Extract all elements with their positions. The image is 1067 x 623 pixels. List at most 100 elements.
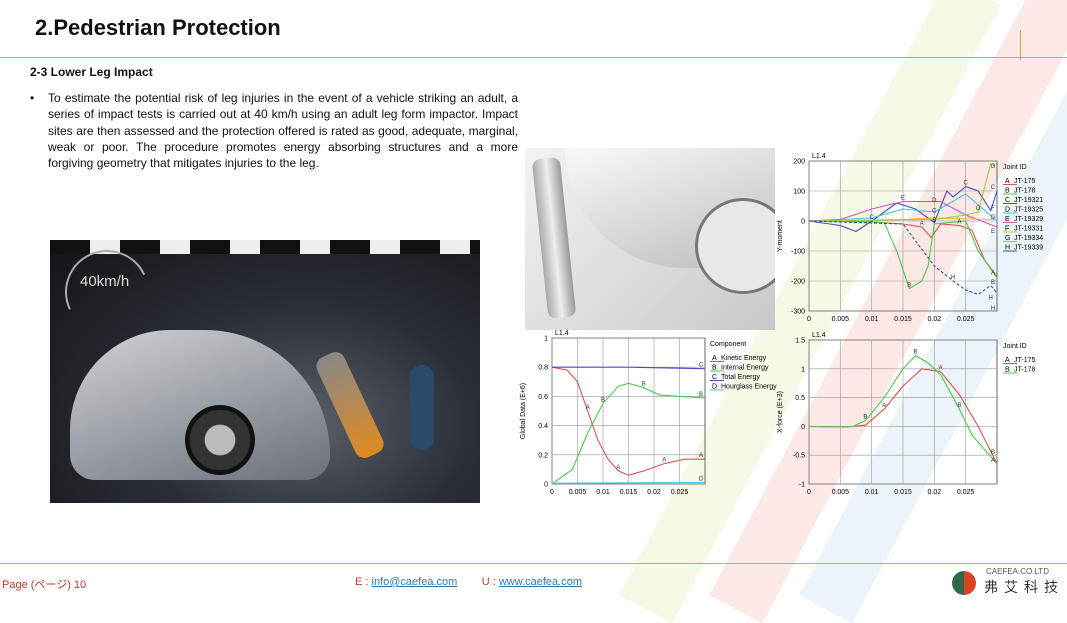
x-tick-label: 0.025 [671, 489, 689, 496]
series-line [808, 220, 998, 290]
y-tick-label: 0.6 [538, 394, 548, 401]
x-tick-label: 0.025 [957, 316, 975, 323]
page-title: 2.Pedestrian Protection [35, 15, 281, 40]
series-marker-label: B [991, 450, 995, 456]
legend-letter: B [712, 365, 717, 372]
series-marker-label: C [963, 181, 968, 187]
series-marker-label: E [901, 196, 905, 202]
series-marker-label: G [991, 164, 996, 170]
y-tick-label: 0.8 [538, 365, 548, 372]
series-marker-label: B [699, 392, 703, 398]
series-marker-label: A [699, 453, 703, 459]
series-line [551, 481, 706, 484]
y-tick-label: 200 [793, 159, 805, 166]
y-tick-label: -300 [791, 309, 805, 316]
legend-title: Joint ID [1003, 343, 1027, 350]
series-line [551, 366, 705, 476]
y-tick-label: 0.2 [538, 452, 548, 459]
email-prefix: E : [355, 576, 372, 588]
series-marker-label: D [932, 198, 937, 204]
x-tick-label: 0.01 [596, 489, 610, 496]
series-marker-label: C [869, 215, 874, 221]
x-tick-label: 0.015 [894, 316, 912, 323]
legend-title: Joint ID [1003, 164, 1027, 171]
y-tick-label: 0 [544, 482, 548, 489]
y-tick-label: -0.5 [793, 453, 805, 460]
series-line [808, 185, 998, 233]
series-marker-label: A [616, 465, 620, 471]
section-subtitle: 2-3 Lower Leg Impact [30, 65, 153, 79]
legend-letter: A [1005, 178, 1010, 185]
contact-info: E : info@caefea.com U : www.caefea.com [355, 576, 582, 588]
series-marker-label: D [699, 477, 704, 483]
series-line [808, 220, 998, 277]
legend-letter: A [1005, 357, 1010, 364]
x-tick-label: 0.02 [928, 316, 942, 323]
series-marker-label: B [991, 280, 995, 286]
bullet-paragraph: • To estimate the potential risk of leg … [30, 90, 518, 171]
bullet-text: To estimate the potential risk of leg in… [48, 91, 518, 171]
series-line [808, 193, 998, 222]
legend-letter: D [712, 384, 717, 391]
x-tick-label: 0.005 [569, 489, 587, 496]
series-marker-label: B [907, 283, 911, 289]
logo-text-en: CAEFEA.CO.LTD [986, 567, 1049, 576]
wheel-shape [185, 405, 255, 475]
chart-title: L1.4 [555, 330, 569, 337]
legend-entry: JT-178 [1014, 367, 1036, 374]
y-tick-label: 0.4 [538, 423, 548, 430]
y-tick-label: -1 [799, 482, 805, 489]
x-tick-label: 0 [807, 316, 811, 323]
x-tick-label: 0.015 [620, 489, 638, 496]
legend-entry: JT-19331 [1014, 226, 1043, 233]
legend-letter: G [1005, 235, 1010, 242]
legend-letter: C [1005, 197, 1010, 204]
series-marker-label: A [586, 405, 590, 411]
legend-entry: JT-175 [1014, 178, 1036, 185]
ceiling-lights [50, 240, 480, 254]
email-link[interactable]: info@caefea.com [371, 576, 458, 588]
series-marker-label: B [957, 403, 961, 409]
series-line [808, 368, 998, 465]
x-tick-label: 0 [807, 489, 811, 496]
y-tick-label: 0 [801, 424, 805, 431]
series-marker-label: F [991, 206, 995, 212]
legend-entry: JT-19339 [1014, 245, 1043, 252]
legend-letter: E [1005, 216, 1010, 223]
wheel-arch-mesh [695, 198, 775, 294]
series-marker-label: A [939, 366, 943, 372]
legend-letter: A [712, 355, 717, 362]
x-tick-label: 0.005 [832, 316, 850, 323]
series-marker-label: A [991, 458, 995, 464]
y-tick-label: 100 [793, 189, 805, 196]
website-link[interactable]: www.caefea.com [498, 576, 583, 588]
series-marker-label: C [932, 209, 937, 215]
series-marker-label: B [642, 382, 646, 388]
series-line [808, 354, 998, 465]
url-prefix: U : [481, 576, 499, 588]
y-axis-label: Global Data (E+6) [520, 383, 527, 439]
x-tick-label: 0.015 [894, 489, 912, 496]
series-marker-label: A [991, 271, 995, 277]
series-marker-label: C [699, 363, 704, 369]
legend-entry: JT-178 [1014, 188, 1036, 195]
x-tick-label: 0.01 [865, 316, 879, 323]
y-tick-label: -100 [791, 249, 805, 256]
legend-entry: JT-19334 [1014, 235, 1043, 242]
legend-entry: Kinetic Energy [721, 355, 767, 362]
legend-letter: C [712, 374, 717, 381]
legend-letter: D [1005, 207, 1010, 214]
series-marker-label: A [882, 403, 886, 409]
series-line [551, 382, 706, 485]
footer-divider [0, 563, 1067, 564]
legend-title: Component [710, 341, 746, 348]
x-tick-label: 0.005 [832, 489, 850, 496]
x-tick-label: 0.02 [647, 489, 661, 496]
x-tick-label: 0.02 [928, 489, 942, 496]
series-line [808, 163, 998, 222]
legend-letter: H [1005, 245, 1010, 252]
legend-letter: B [1005, 367, 1010, 374]
y-tick-label: 0 [801, 219, 805, 226]
